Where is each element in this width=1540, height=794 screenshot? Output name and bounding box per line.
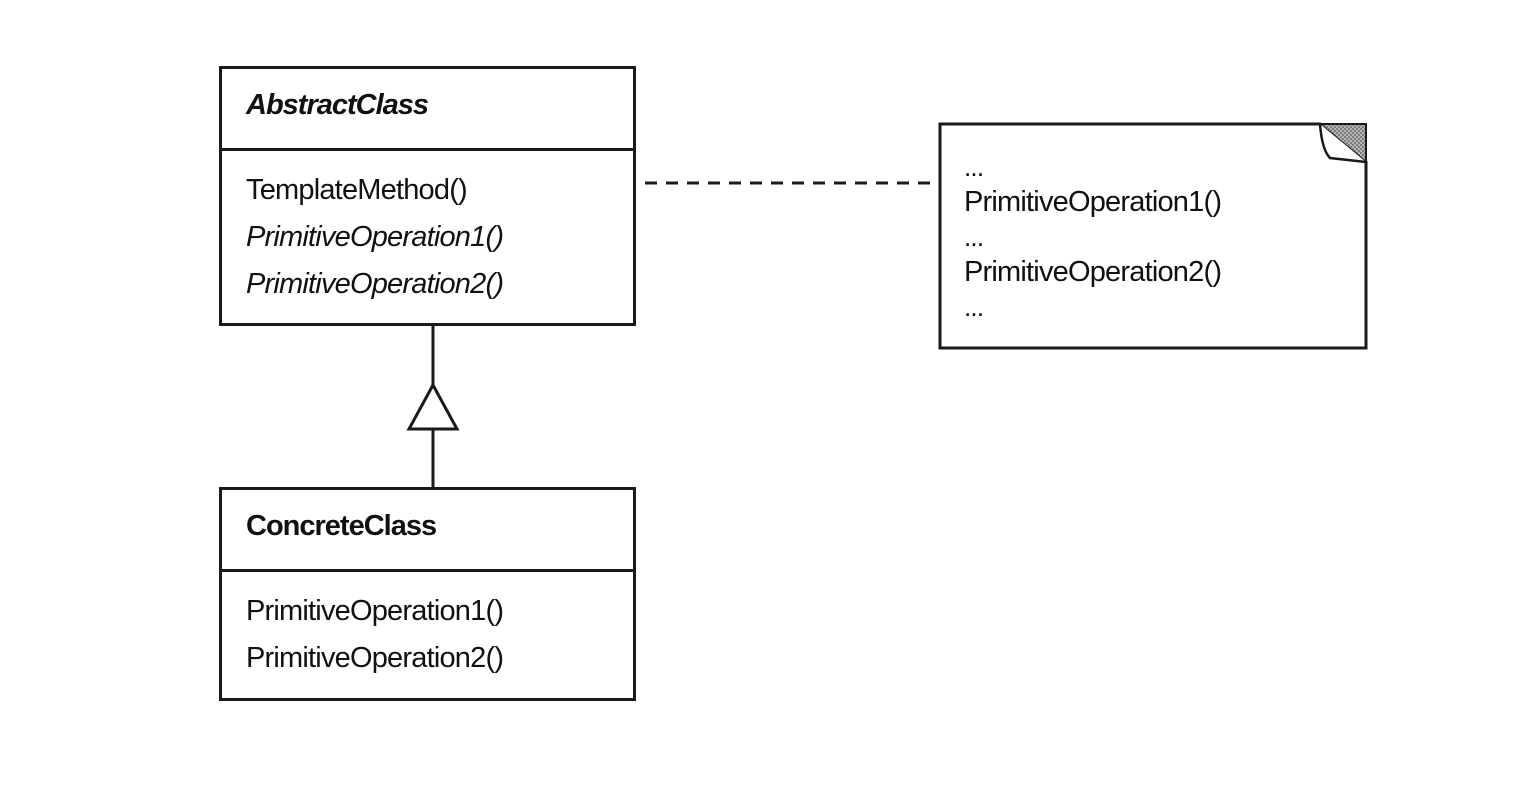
concrete-class-box: ConcreteClass PrimitiveOperation1() Prim… xyxy=(219,487,636,701)
operation-template-method: TemplateMethod() xyxy=(246,174,468,206)
note-box xyxy=(938,122,1368,350)
note-line-ellipsis: ... xyxy=(964,292,984,322)
operation-primitive-1-abstract: PrimitiveOperation1() xyxy=(246,221,504,253)
abstract-class-box: AbstractClass TemplateMethod() Primitive… xyxy=(219,66,636,326)
note-text: ... PrimitiveOperation1() ... PrimitiveO… xyxy=(964,150,1222,325)
note-line-primitive-1: PrimitiveOperation1() xyxy=(964,186,1222,218)
operation-primitive-2: PrimitiveOperation2() xyxy=(246,642,504,674)
note-line-ellipsis: ... xyxy=(964,222,984,252)
operation-primitive-2-abstract: PrimitiveOperation2() xyxy=(246,268,504,300)
abstract-class-name: AbstractClass xyxy=(222,69,633,151)
note-line-ellipsis: ... xyxy=(964,152,984,182)
note-line-primitive-2: PrimitiveOperation2() xyxy=(964,256,1222,288)
concrete-class-operations: PrimitiveOperation1() PrimitiveOperation… xyxy=(222,572,633,682)
abstract-class-operations: TemplateMethod() PrimitiveOperation1() P… xyxy=(222,151,633,308)
concrete-class-name: ConcreteClass xyxy=(222,490,633,572)
operation-primitive-1: PrimitiveOperation1() xyxy=(246,595,504,627)
note-fold-flap xyxy=(1318,123,1367,164)
inheritance-triangle-icon xyxy=(406,381,460,431)
